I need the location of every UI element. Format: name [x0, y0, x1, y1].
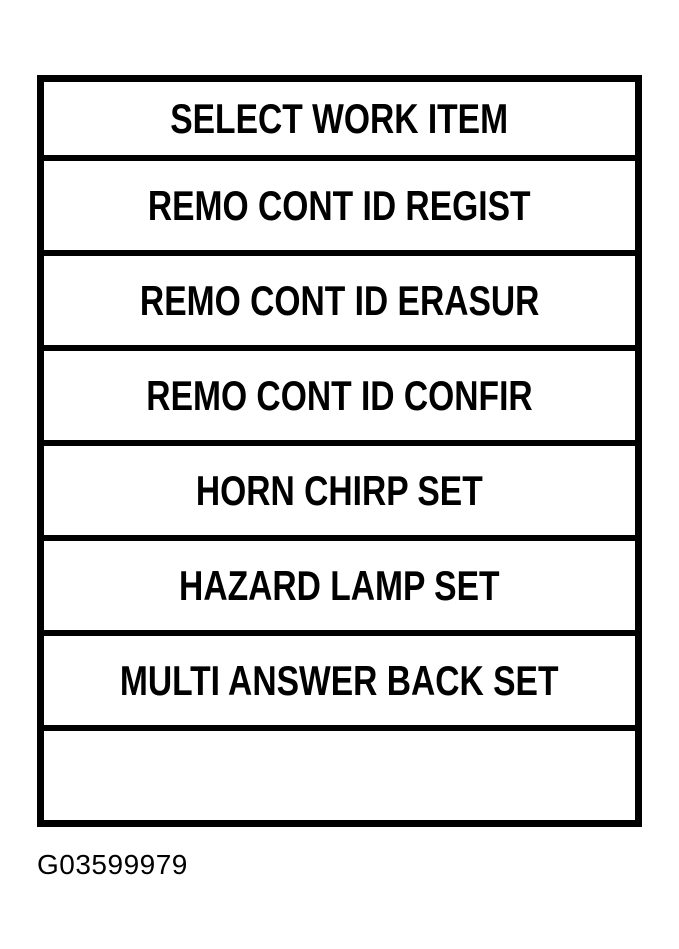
figure-id-caption: G03599979 — [37, 849, 188, 880]
menu-empty-row — [44, 731, 635, 820]
menu-item-multi-answer-back-set[interactable]: MULTI ANSWER BACK SET — [44, 636, 635, 731]
menu-item-label: REMO CONT ID CONFIR — [146, 371, 533, 419]
menu-item-label: HORN CHIRP SET — [196, 466, 483, 514]
menu-item-remo-cont-id-erasur[interactable]: REMO CONT ID ERASUR — [44, 256, 635, 351]
menu-item-remo-cont-id-regist[interactable]: REMO CONT ID REGIST — [44, 161, 635, 256]
menu-item-horn-chirp-set[interactable]: HORN CHIRP SET — [44, 446, 635, 541]
work-item-menu: SELECT WORK ITEM REMO CONT ID REGIST REM… — [37, 75, 642, 827]
menu-item-hazard-lamp-set[interactable]: HAZARD LAMP SET — [44, 541, 635, 636]
menu-item-label: REMO CONT ID REGIST — [148, 181, 531, 229]
menu-item-label: HAZARD LAMP SET — [179, 561, 500, 609]
menu-title: SELECT WORK ITEM — [170, 94, 509, 142]
menu-item-label: MULTI ANSWER BACK SET — [120, 656, 559, 704]
menu-item-remo-cont-id-confir[interactable]: REMO CONT ID CONFIR — [44, 351, 635, 446]
menu-item-label: REMO CONT ID ERASUR — [139, 276, 540, 324]
menu-header-row: SELECT WORK ITEM — [44, 82, 635, 161]
